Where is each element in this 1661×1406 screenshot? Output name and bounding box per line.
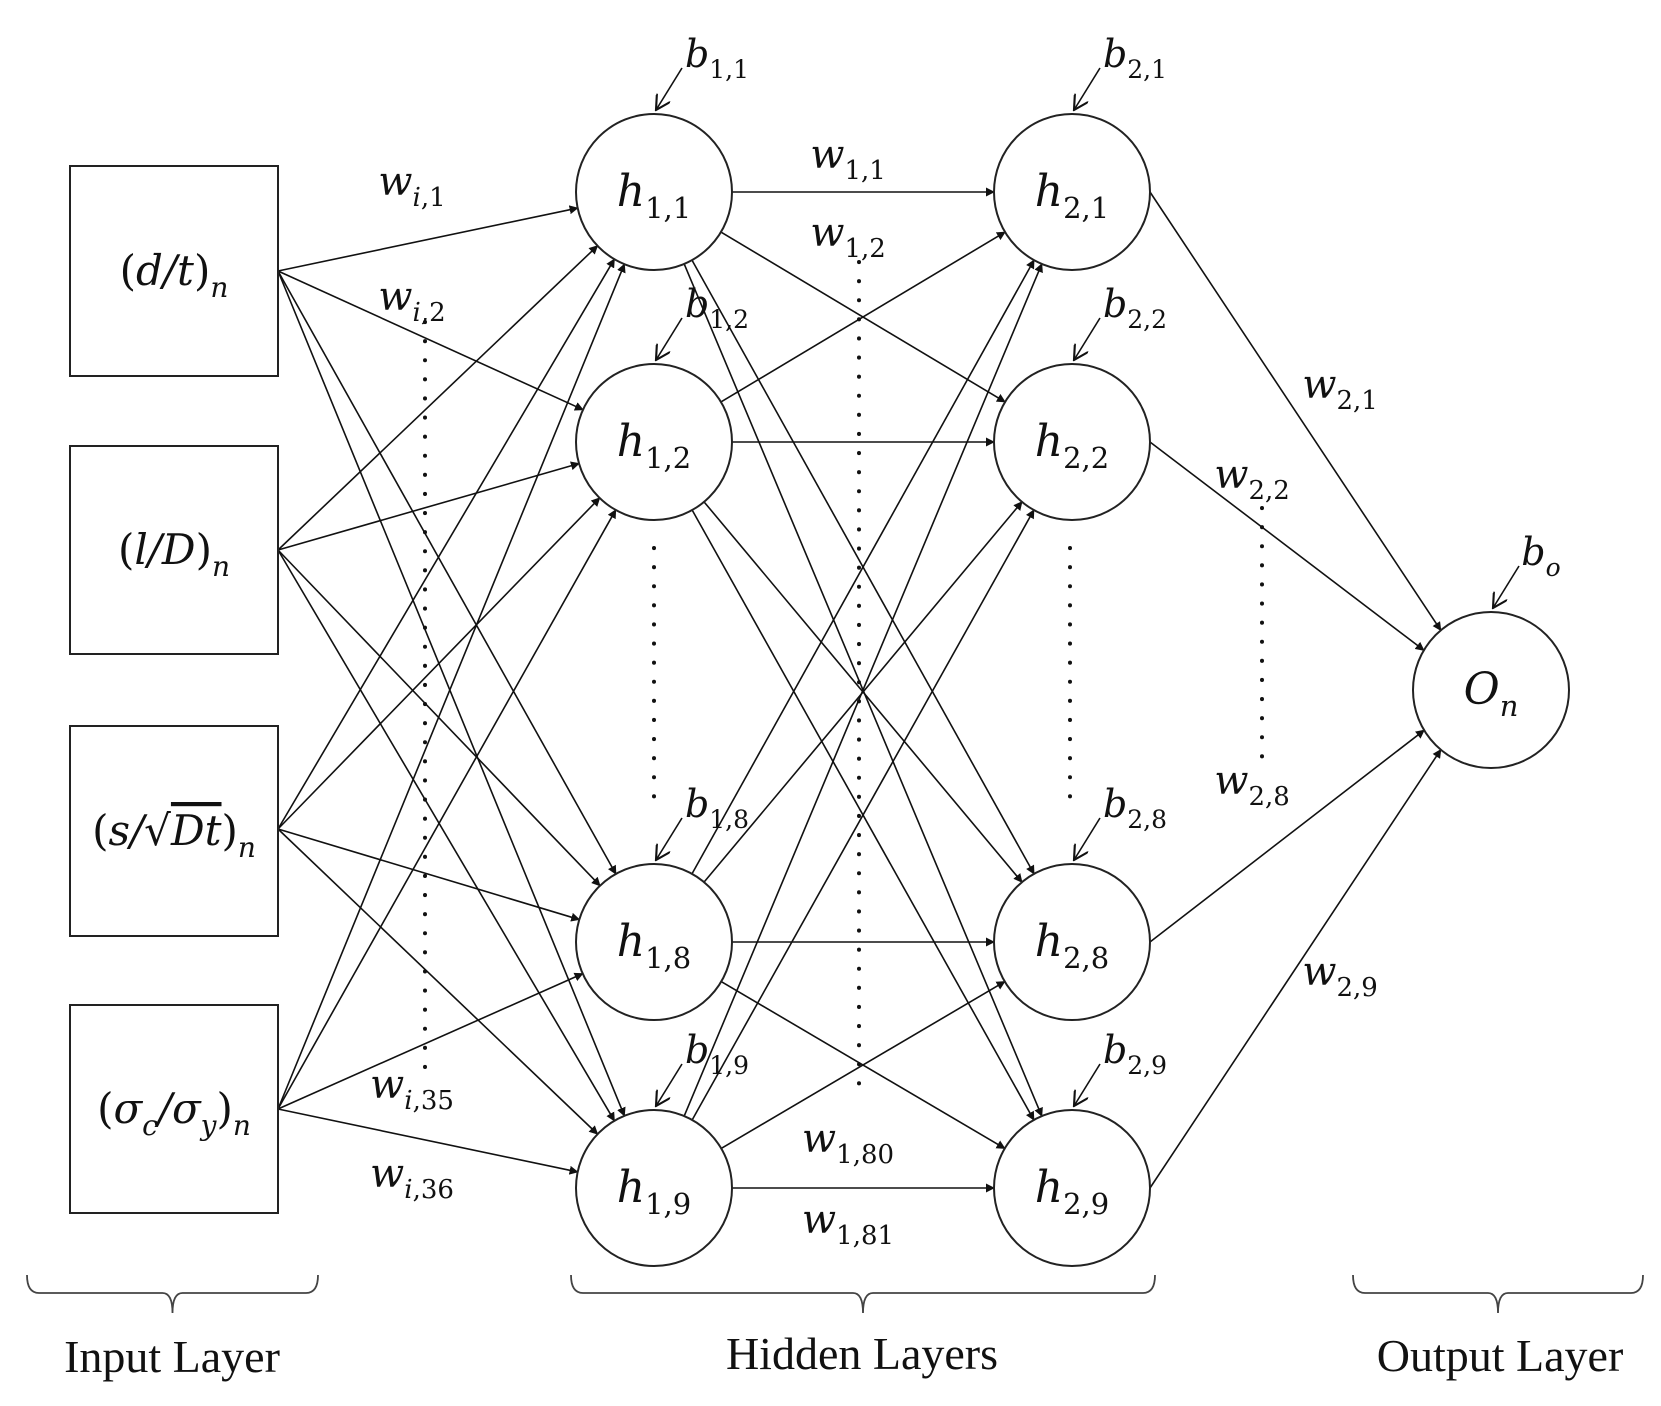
input-layer-brace [26, 1274, 319, 1314]
input-node-box-2 [69, 445, 279, 655]
edge-input3-h1-1 [277, 258, 616, 830]
hidden2-node-2-bias-arrow [1074, 317, 1101, 360]
output-node-bias-label: bo [1521, 530, 1560, 582]
input-node-label-2: (l/D)n [118, 525, 230, 583]
weight-label-w12: w1,2 [810, 210, 886, 264]
diagram-labels: (d/t)n (l/D)n (s/√Dt)n (σc/σy)n h1,1 b1,1 h1,2… [92, 32, 1561, 1251]
weight-label-wi35: wi,35 [370, 1062, 454, 1116]
hidden1-node-3-circle [575, 863, 733, 1021]
input-layer-label: Input Layer [64, 1331, 280, 1382]
connection-edges [277, 67, 1520, 1193]
input-node-box-4 [69, 1004, 279, 1214]
hidden1-node-1-circle [575, 113, 733, 271]
hidden-layers-brace [570, 1274, 1156, 1314]
hidden1-node-2-bias-label: b1,2 [685, 282, 749, 334]
hidden1-node-2-bias-arrow [656, 317, 683, 360]
hidden2-node-3-label: h2,8 [1035, 916, 1109, 975]
edge-h2-4-output [1149, 748, 1442, 1189]
hidden2-node-4-label: h2,9 [1035, 1162, 1109, 1221]
hidden2-node-2-bias-label: b2,2 [1103, 282, 1167, 334]
edge-h1-4-h2-1 [683, 263, 1043, 1117]
output-node-bias-arrow [1493, 565, 1520, 608]
edge-h1-4-h2-3 [720, 980, 1006, 1150]
hidden1-node-1-bias-label: b1,1 [685, 32, 749, 84]
hidden2-node-3-bias-arrow [1074, 817, 1101, 860]
input-node-label-3: (s/√Dt)n [92, 806, 256, 864]
hidden1-node-1-label: h1,1 [617, 166, 691, 225]
edge-input4-h1-1 [277, 263, 626, 1110]
edge-input1-h1-3 [277, 270, 617, 875]
output-layer-label: Output Layer [1377, 1330, 1624, 1381]
hidden2-node-1-bias-label: b2,1 [1103, 32, 1167, 84]
edge-input1-h1-1 [277, 205, 579, 272]
hidden1-node-3-bias-arrow [656, 817, 683, 860]
input-node-box-3 [69, 725, 279, 937]
output-layer-brace [1352, 1274, 1644, 1314]
edge-h1-4-h2-2 [691, 509, 1035, 1121]
hidden2-node-1-circle [993, 113, 1151, 271]
hidden1-node-4-bias-label: b1,9 [685, 1028, 749, 1080]
edge-h1-2-h2-1 [720, 231, 1006, 403]
edge-input4-h1-4 [277, 1108, 579, 1175]
edge-h2-1-output [1149, 191, 1442, 632]
weight-label-w22: w2,2 [1214, 452, 1290, 506]
hidden2-node-2-label: h2,2 [1035, 416, 1109, 475]
hidden1-node-2-circle [575, 363, 733, 521]
input-node-label-4: (σc/σy)n [97, 1084, 251, 1142]
edge-h2-3-output [1149, 729, 1425, 943]
hidden2-node-4-bias-arrow [1074, 1063, 1101, 1106]
edge-input2-h1-1 [277, 245, 599, 551]
hidden1-node-2-label: h1,2 [617, 416, 691, 475]
layer-braces [26, 1274, 1644, 1314]
edge-input2-h1-4 [277, 549, 616, 1122]
output-node-circle [1412, 611, 1570, 769]
hidden2-node-1-label: h2,1 [1035, 166, 1109, 225]
edge-h2-2-output [1149, 441, 1425, 651]
output-node-label: On [1464, 664, 1519, 723]
weight-label-wi36: wi,36 [370, 1151, 454, 1205]
hidden1-node-4-circle [575, 1109, 733, 1267]
edge-input3-h1-2 [277, 497, 601, 830]
edge-input1-h1-4 [277, 270, 626, 1117]
weight-label-wi1: wi,1 [378, 159, 445, 213]
hidden1-node-3-label: h1,8 [617, 916, 691, 975]
edge-input4-h1-2 [277, 509, 617, 1110]
input-node-box-1 [69, 165, 279, 377]
weight-label-w21: w2,1 [1302, 362, 1378, 416]
weight-label-w181: w1,81 [802, 1197, 894, 1251]
edge-h1-3-h2-1 [691, 259, 1035, 875]
edge-input4-h1-3 [277, 972, 584, 1110]
hidden2-node-3-circle [993, 863, 1151, 1021]
edge-input2-h1-2 [277, 461, 580, 551]
weight-label-wi2: wi,2 [378, 274, 445, 328]
network-nodes [69, 113, 1570, 1267]
hidden2-node-4-bias-label: b2,9 [1103, 1028, 1167, 1080]
weight-label-w11: w1,1 [810, 132, 886, 186]
hidden2-node-3-bias-label: b2,8 [1103, 782, 1167, 834]
hidden2-node-2-circle [993, 363, 1151, 521]
input-node-label-1: (d/t)n [120, 246, 229, 304]
hidden-layers-label: Hidden Layers [726, 1328, 998, 1379]
weight-label-w29: w2,9 [1302, 949, 1378, 1003]
hidden1-node-4-label: h1,9 [617, 1162, 691, 1221]
ellipsis-dots [423, 260, 1264, 1104]
hidden1-node-4-bias-arrow [656, 1063, 683, 1106]
edge-input3-h1-4 [277, 828, 599, 1135]
hidden1-node-3-bias-label: b1,8 [685, 782, 749, 834]
hidden1-node-1-bias-arrow [656, 67, 683, 110]
weight-label-w180: w1,80 [802, 1116, 894, 1170]
weight-label-w28: w2,8 [1214, 758, 1290, 812]
edge-input3-h1-3 [277, 828, 581, 922]
hidden2-node-1-bias-arrow [1074, 67, 1101, 110]
hidden2-node-4-circle [993, 1109, 1151, 1267]
edge-input1-h1-2 [277, 270, 584, 411]
